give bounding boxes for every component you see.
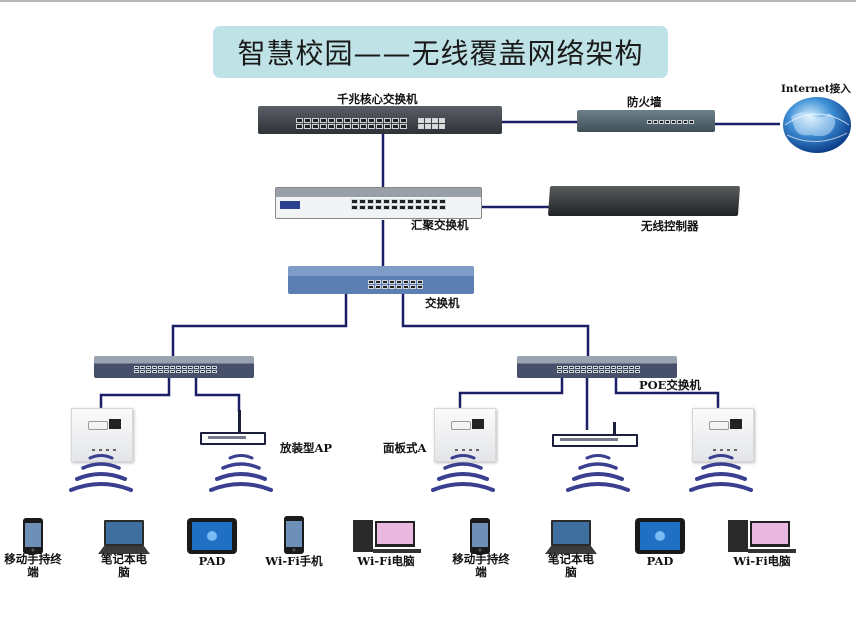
wifi-logo-icon bbox=[709, 421, 729, 430]
top-border bbox=[0, 0, 856, 2]
access-switch-label: 交换机 bbox=[425, 296, 460, 310]
link-left-switch-panel-ap bbox=[99, 378, 171, 410]
firewall-label: 防火墙 bbox=[627, 95, 662, 109]
core-switch-uplink-ports bbox=[418, 118, 445, 129]
right-poe-switch-ports bbox=[557, 366, 640, 373]
panel-ap-1[interactable] bbox=[71, 408, 133, 462]
core-switch[interactable] bbox=[258, 106, 502, 134]
smartphone-icon bbox=[23, 518, 43, 554]
ethernet-port-icon bbox=[730, 419, 742, 429]
antenna-icon bbox=[238, 410, 241, 434]
title-banner: 智慧校园——无线覆盖网络架构 bbox=[213, 26, 668, 78]
ceiling-ap-strip bbox=[560, 438, 618, 441]
wifi-signal-icon bbox=[431, 454, 495, 492]
tablet-icon bbox=[187, 518, 237, 554]
link-left-switch-ceiling-ap bbox=[194, 378, 241, 412]
client-label: PAD bbox=[646, 554, 674, 568]
ethernet-port-icon bbox=[109, 419, 121, 429]
aggregation-switch[interactable] bbox=[275, 187, 482, 219]
firewall-ports bbox=[647, 120, 694, 124]
client-label: Wi-Fi电脑 bbox=[733, 554, 791, 568]
client-label: 移动手持终端 bbox=[452, 552, 510, 579]
aggregation-switch-ports bbox=[351, 199, 446, 210]
led-indicators bbox=[92, 449, 120, 451]
left-poe-switch-ports bbox=[134, 366, 217, 373]
left-poe-switch[interactable] bbox=[94, 356, 254, 378]
desktop-pc-icon bbox=[353, 520, 421, 553]
right-poe-switch[interactable] bbox=[517, 356, 677, 378]
led-indicators bbox=[713, 449, 741, 451]
access-switch[interactable] bbox=[288, 266, 474, 294]
ceiling-ap-label: 放装型AP bbox=[280, 441, 333, 455]
desktop-pc-icon bbox=[728, 520, 796, 553]
wireless-controller-label: 无线控制器 bbox=[641, 219, 699, 233]
antenna-icon bbox=[613, 422, 616, 436]
right-poe-switch-label: POE交换机 bbox=[639, 378, 701, 392]
globe-icon bbox=[783, 97, 851, 153]
core-switch-ports bbox=[296, 118, 407, 129]
ethernet-port-icon bbox=[472, 419, 484, 429]
tablet-icon bbox=[635, 518, 685, 554]
access-switch-ports bbox=[368, 280, 423, 289]
wifi-signal-icon bbox=[689, 454, 753, 492]
link-access-left-switch bbox=[171, 292, 348, 358]
panel-ap-3[interactable] bbox=[692, 408, 754, 462]
client-label: 笔记本电脑 bbox=[101, 552, 147, 579]
ceiling-ap-1[interactable] bbox=[200, 432, 266, 445]
smartphone-icon bbox=[470, 518, 490, 554]
aggregation-switch-logo bbox=[280, 201, 300, 209]
wifi-logo-icon bbox=[451, 421, 471, 430]
ceiling-ap-strip bbox=[208, 436, 246, 439]
laptop-icon bbox=[545, 520, 597, 554]
diagram-title: 智慧校园——无线覆盖网络架构 bbox=[237, 37, 644, 70]
wifi-signal-icon bbox=[69, 454, 133, 492]
laptop-icon bbox=[98, 520, 150, 554]
firewall[interactable] bbox=[577, 110, 715, 132]
panel-ap-label: 面板式A bbox=[383, 441, 427, 455]
ceiling-ap-2[interactable] bbox=[552, 434, 638, 447]
wifi-signal-icon bbox=[209, 454, 273, 492]
wireless-controller[interactable] bbox=[547, 186, 741, 216]
core-switch-label: 千兆核心交换机 bbox=[337, 92, 418, 106]
smartphone-icon bbox=[284, 516, 304, 554]
panel-ap-2[interactable] bbox=[434, 408, 496, 462]
client-label: Wi-Fi电脑 bbox=[357, 554, 415, 568]
led-indicators bbox=[455, 449, 483, 451]
client-label: PAD bbox=[198, 554, 226, 568]
client-label: 移动手持终端 bbox=[4, 552, 62, 579]
client-label: Wi-Fi手机 bbox=[265, 554, 323, 568]
internet-label: Internet接入 bbox=[781, 83, 851, 95]
client-label: 笔记本电脑 bbox=[548, 552, 594, 579]
aggregation-switch-label: 汇聚交换机 bbox=[411, 218, 469, 232]
wifi-signal-icon bbox=[566, 454, 630, 492]
link-right-switch-panel-ap-2 bbox=[614, 378, 720, 410]
wifi-logo-icon bbox=[88, 421, 108, 430]
link-access-right-switch bbox=[401, 292, 590, 358]
link-right-switch-panel-ap bbox=[458, 378, 564, 410]
